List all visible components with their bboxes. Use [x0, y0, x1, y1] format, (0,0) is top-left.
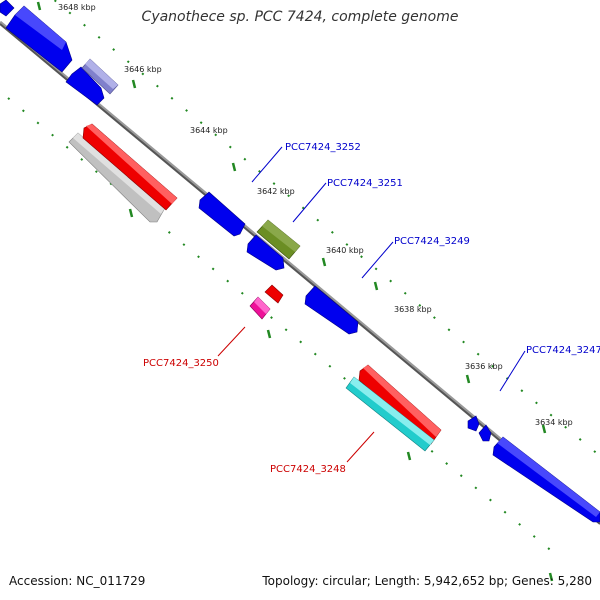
tick-labels: 3648 kbp 3646 kbp 3644 kbp 3642 kbp 3640…	[58, 3, 573, 427]
gene-arrow	[350, 377, 434, 445]
gene-arrow	[363, 365, 441, 437]
gene-arrow[interactable]	[467, 415, 480, 432]
gene-arrow[interactable]	[246, 234, 285, 271]
gene-track-upper	[0, 0, 600, 523]
gene-arrow	[254, 297, 270, 314]
tick-label: 3640 kbp	[326, 246, 364, 255]
callout-lines	[217, 146, 526, 463]
gene-arrow	[85, 59, 118, 89]
gene-arrow[interactable]	[264, 284, 284, 304]
tick-label: 3642 kbp	[257, 187, 295, 196]
gene-arrow	[73, 133, 165, 214]
tick-label: 3636 kbp	[465, 362, 503, 371]
tick-label: 3644 kbp	[190, 126, 228, 135]
track-guides	[7, 0, 600, 559]
gene-arrow	[497, 437, 600, 517]
tick-label: 3648 kbp	[58, 3, 96, 12]
gene-arrow	[86, 124, 177, 204]
page-title: Cyanothece sp. PCC 7424, complete genome	[141, 9, 459, 25]
gene-arrow	[15, 6, 66, 50]
gene-label-3249[interactable]: PCC7424_3249	[394, 236, 470, 247]
gene-arrow[interactable]	[0, 0, 15, 17]
gene-arrow[interactable]	[65, 66, 105, 106]
tick-label: 3638 kbp	[394, 305, 432, 314]
gene-label-3247[interactable]: PCC7424_3247	[526, 345, 600, 356]
gene-label-3251[interactable]: PCC7424_3251	[327, 178, 403, 189]
tick-label: 3646 kbp	[124, 65, 162, 74]
gene-label-3250[interactable]: PCC7424_3250	[143, 358, 219, 369]
gene-label-3252[interactable]: PCC7424_3252	[285, 142, 361, 153]
gene-labels: PCC7424_3252 PCC7424_3251 PCC7424_3249 P…	[143, 142, 600, 475]
gene-arrow[interactable]	[304, 285, 359, 335]
accession-text: Accession: NC_011729	[9, 574, 146, 588]
tick-label: 3634 kbp	[535, 418, 573, 427]
genome-summary-text: Topology: circular; Length: 5,942,652 bp…	[262, 574, 592, 588]
gene-track-lower	[68, 123, 442, 452]
gene-arrow[interactable]	[198, 191, 246, 237]
gene-arrow	[262, 220, 300, 252]
gene-arrow[interactable]	[478, 424, 492, 442]
gene-label-3248[interactable]: PCC7424_3248	[270, 464, 346, 475]
tick-marks	[36, 1, 554, 582]
